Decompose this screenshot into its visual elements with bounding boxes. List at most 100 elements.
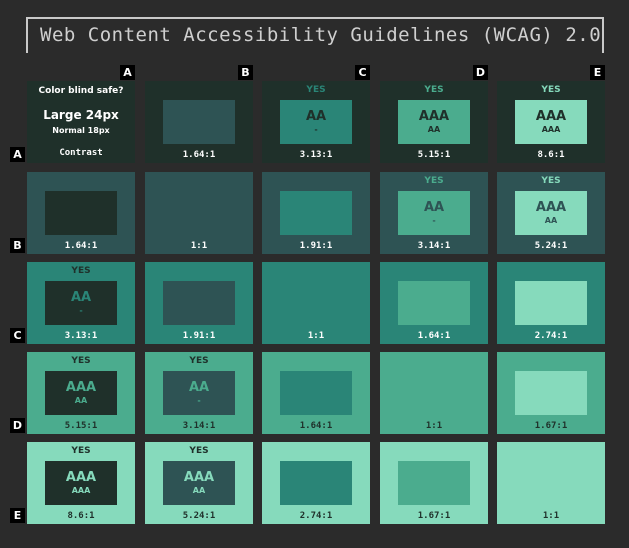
- color-swatch: [398, 461, 470, 505]
- legend-normal: Normal 18px: [52, 126, 110, 135]
- title-frame: Web Content Accessibility Guidelines (WC…: [26, 17, 604, 53]
- contrast-cell: 1:1: [145, 172, 253, 254]
- large-text-rating: AA: [423, 200, 445, 215]
- color-swatch: [515, 371, 587, 415]
- contrast-ratio: 1:1: [542, 511, 560, 521]
- column-label-a: A: [120, 65, 135, 80]
- yes-badge: YES: [189, 356, 209, 366]
- large-text-rating: AAA: [65, 380, 97, 395]
- row-label-b: B: [10, 238, 25, 253]
- color-swatch: AA-: [163, 371, 235, 415]
- legend-contrast: Contrast: [59, 148, 103, 158]
- normal-text-rating: -: [432, 216, 436, 225]
- contrast-ratio: 2.74:1: [534, 331, 568, 341]
- contrast-cell: 2.74:1: [262, 442, 370, 524]
- color-swatch: AA-: [45, 281, 117, 325]
- page-title: Web Content Accessibility Guidelines (WC…: [40, 24, 602, 46]
- contrast-ratio: 1.67:1: [534, 421, 568, 431]
- column-label-c: C: [355, 65, 370, 80]
- yes-badge: YES: [189, 446, 209, 456]
- normal-text-rating: AAA: [541, 125, 561, 134]
- normal-text-rating: AA: [427, 125, 441, 134]
- row-label-d: D: [10, 418, 25, 433]
- yes-badge: YES: [71, 356, 91, 366]
- contrast-cell: 1:1: [380, 352, 488, 434]
- large-text-rating: AAA: [535, 200, 567, 215]
- contrast-ratio: 2.74:1: [299, 511, 333, 521]
- normal-text-rating: -: [197, 396, 201, 405]
- normal-text-rating: -: [314, 125, 318, 134]
- yes-badge: YES: [541, 85, 561, 95]
- contrast-ratio: 3.14:1: [182, 421, 216, 431]
- column-label-b: B: [238, 65, 253, 80]
- contrast-cell: 1.64:1: [27, 172, 135, 254]
- legend-large: Large 24px: [43, 108, 119, 122]
- contrast-ratio: 5.15:1: [417, 150, 451, 160]
- color-swatch: AA-: [280, 100, 352, 144]
- normal-text-rating: AA: [544, 216, 558, 225]
- yes-badge: YES: [541, 176, 561, 186]
- color-swatch: [163, 281, 235, 325]
- row-label-c: C: [10, 328, 25, 343]
- color-swatch: [280, 191, 352, 235]
- large-text-rating: AA: [305, 109, 327, 124]
- contrast-ratio: 5.15:1: [64, 421, 98, 431]
- yes-badge: YES: [71, 266, 91, 276]
- color-swatch: [515, 281, 587, 325]
- contrast-ratio: 8.6:1: [537, 150, 565, 160]
- contrast-ratio: 5.24:1: [182, 511, 216, 521]
- large-text-rating: AAA: [535, 109, 567, 124]
- contrast-ratio: 1:1: [425, 421, 443, 431]
- large-text-rating: AA: [70, 290, 92, 305]
- yes-badge: YES: [424, 176, 444, 186]
- contrast-cell: 2.74:1: [497, 262, 605, 344]
- large-text-rating: AA: [188, 380, 210, 395]
- color-swatch: [45, 191, 117, 235]
- row-label-a: A: [10, 147, 25, 162]
- color-swatch: AA-: [398, 191, 470, 235]
- contrast-ratio: 8.6:1: [67, 511, 95, 521]
- legend-question: Color blind safe?: [38, 86, 124, 96]
- large-text-rating: AAA: [183, 470, 215, 485]
- contrast-ratio: 3.13:1: [64, 331, 98, 341]
- contrast-cell: 1:1: [497, 442, 605, 524]
- contrast-ratio: 1.91:1: [182, 331, 216, 341]
- yes-badge: YES: [424, 85, 444, 95]
- row-label-e: E: [10, 508, 25, 523]
- color-swatch: [280, 461, 352, 505]
- column-label-d: D: [473, 65, 488, 80]
- contrast-ratio: 1:1: [307, 331, 325, 341]
- contrast-ratio: 1.64:1: [182, 150, 216, 160]
- contrast-cell: 1:1: [262, 262, 370, 344]
- color-swatch: [280, 371, 352, 415]
- yes-badge: YES: [71, 446, 91, 456]
- color-swatch: [398, 281, 470, 325]
- contrast-ratio: 3.13:1: [299, 150, 333, 160]
- large-text-rating: AAA: [418, 109, 450, 124]
- large-text-rating: AAA: [65, 470, 97, 485]
- yes-badge: YES: [306, 85, 326, 95]
- contrast-cell: 1.91:1: [145, 262, 253, 344]
- normal-text-rating: AA: [192, 486, 206, 495]
- contrast-ratio: 1.64:1: [64, 241, 98, 251]
- contrast-cell: 1.64:1: [145, 81, 253, 163]
- contrast-cell: 1.67:1: [497, 352, 605, 434]
- contrast-ratio: 1.91:1: [299, 241, 333, 251]
- normal-text-rating: AAA: [71, 486, 91, 495]
- contrast-cell: 1.64:1: [262, 352, 370, 434]
- contrast-ratio: 5.24:1: [534, 241, 568, 251]
- contrast-ratio: 1.64:1: [299, 421, 333, 431]
- contrast-cell: YES AA- 3.14:1: [145, 352, 253, 434]
